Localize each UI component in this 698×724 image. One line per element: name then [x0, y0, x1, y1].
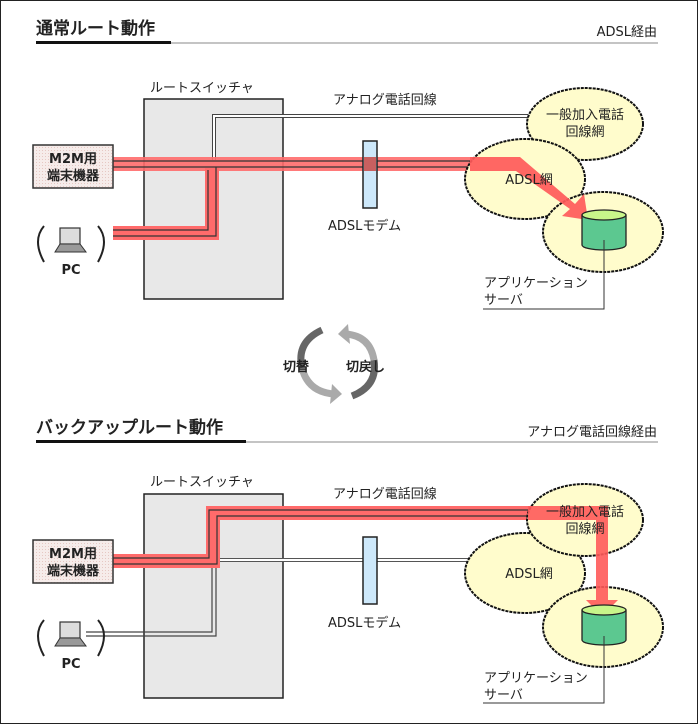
adsl-modem	[362, 536, 378, 605]
switch-label: ルートスイッチャ	[150, 475, 254, 490]
server-label-line2: サーバ	[484, 293, 523, 308]
device-label-line2: 端末機器	[47, 563, 100, 579]
section-subtitle: アナログ電話回線経由	[527, 424, 657, 440]
pstn-label-line2: 回線網	[565, 124, 604, 140]
section-title: 通常ルート動作	[36, 18, 155, 39]
route-arrow	[470, 157, 588, 220]
modem-label: ADSLモデム	[328, 615, 401, 631]
server-label-line1: アプリケーション	[484, 671, 588, 686]
pstn-label-line2: 回線網	[565, 521, 604, 537]
switchback-label: 切戻し	[346, 359, 385, 375]
analog-line-inner	[213, 115, 528, 160]
route-wire-top	[113, 509, 580, 559]
server-leader-line	[483, 240, 605, 310]
server-leader-line	[483, 636, 605, 704]
analog-line-label: アナログ電話回線	[333, 486, 437, 502]
pstn-label-line1: 一般加入電話	[546, 107, 624, 123]
m2m-device-box	[32, 539, 114, 584]
modem-route-overlay	[364, 157, 376, 171]
adsl-net-label: ADSL網	[505, 567, 552, 582]
section-subtitle: ADSL経由	[597, 25, 657, 40]
pc-route-highlight	[113, 168, 219, 240]
device-label-line1: M2M用	[49, 547, 97, 562]
route-wire-bottom	[113, 515, 580, 565]
section-normal-route: 通常ルート動作 ADSL経由 ルートスイッチャ アナログ電話回線 M2M用 端末…	[32, 18, 664, 310]
pc-label: PC	[61, 263, 80, 278]
switch-arrow-dark-left	[297, 326, 324, 369]
analog-line-label: アナログ電話回線	[333, 92, 437, 108]
title-underline	[36, 440, 246, 443]
server-label-line1: アプリケーション	[484, 276, 588, 291]
adsl-network-cloud	[464, 532, 586, 614]
pc-wire-inner	[86, 565, 213, 633]
server-label-line2: サーバ	[484, 688, 523, 703]
pc-icon	[37, 619, 105, 657]
switch-arrow-head-right	[338, 324, 350, 344]
pstn-cloud	[526, 87, 644, 161]
application-server-icon	[581, 604, 627, 646]
pc-icon	[37, 225, 105, 263]
switch-arrow-light-right	[345, 330, 378, 361]
active-route-highlight	[113, 506, 590, 568]
m2m-device-box	[32, 144, 114, 189]
title-underline	[36, 41, 171, 44]
section-title: バックアップルート動作	[36, 417, 223, 438]
modem-label: ADSLモデム	[328, 218, 401, 234]
switch-label: ルートスイッチャ	[150, 81, 254, 96]
pc-label: PC	[61, 657, 80, 672]
device-label-line2: 端末機器	[47, 168, 100, 184]
pc-wire-outer	[86, 565, 217, 637]
pstn-label-line1: 一般加入電話	[546, 504, 624, 520]
switch-arrow-light-left	[298, 366, 335, 398]
switch-arrow-head-left	[330, 384, 342, 404]
switching-indicator: 切替 切戻し	[283, 324, 385, 404]
active-route-highlight	[113, 157, 483, 171]
pc-wire-inner	[113, 170, 209, 231]
device-label-line1: M2M用	[49, 152, 97, 167]
adsl-modem	[362, 140, 378, 209]
pc-wire-outer	[113, 167, 217, 237]
section-backup-route: バックアップルート動作 アナログ電話回線経由 ルートスイッチャ アナログ電話回線…	[32, 417, 664, 704]
adsl-net-label: ADSL網	[505, 173, 552, 188]
switch-arrow-dark-right	[350, 359, 379, 400]
switch-label: 切替	[283, 359, 310, 375]
